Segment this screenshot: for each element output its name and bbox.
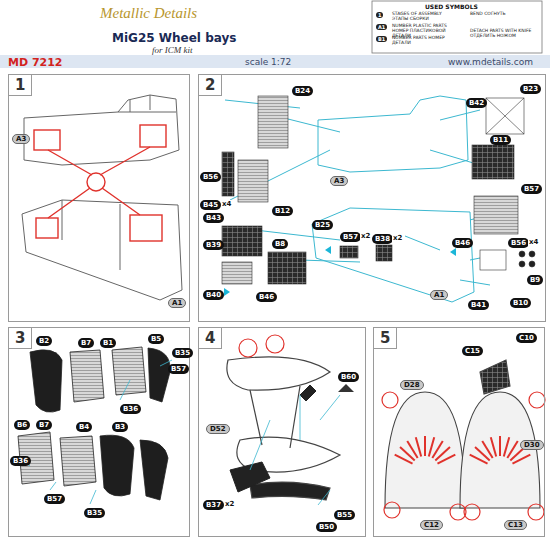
part-callout: B3 xyxy=(112,422,128,432)
red-rib xyxy=(512,455,530,464)
step-panel: 3 xyxy=(8,327,190,537)
red-rib xyxy=(437,455,455,464)
part-callout: B57 xyxy=(44,494,65,504)
part-callout: C10 xyxy=(516,333,537,343)
label-text: scale 1:72 xyxy=(245,57,291,67)
part-callout: B7 xyxy=(78,338,94,348)
part-callout: D28 xyxy=(400,380,424,390)
part-callout: C12 xyxy=(420,520,443,530)
label-text: x4 xyxy=(528,238,539,246)
part-callout: B23 xyxy=(520,84,541,94)
part-callout: A3 xyxy=(330,176,348,186)
step-panel: 5 xyxy=(373,327,545,537)
label-text: x2 xyxy=(224,500,235,508)
part-callout: B7 xyxy=(36,420,52,430)
part-callout: B8 xyxy=(272,239,288,249)
step-number: 1 xyxy=(9,75,32,96)
red-rib xyxy=(429,437,434,456)
part-callout: D30 xyxy=(520,440,544,450)
part-callout: B57 xyxy=(521,184,542,194)
label-text: for ICM kit xyxy=(152,45,193,55)
label-text: MD 7212 xyxy=(8,56,63,69)
part-callout: B37 xyxy=(203,500,224,510)
red-rib xyxy=(504,437,509,456)
part-callout: B46 xyxy=(256,292,277,302)
part-callout: B10 xyxy=(510,298,531,308)
part-callout: B6 xyxy=(14,420,30,430)
label-text: x4 xyxy=(221,200,232,208)
part-callout: D52 xyxy=(206,424,230,434)
part-callout: B11 xyxy=(490,135,511,145)
part-callout: B1 xyxy=(100,338,116,348)
part-callout: A1 xyxy=(430,290,448,300)
part-callout: B36 xyxy=(10,456,31,466)
part-callout: B43 xyxy=(203,213,224,223)
step-number: 2 xyxy=(199,75,222,96)
part-callout: B40 xyxy=(203,290,224,300)
part-callout: B12 xyxy=(272,206,293,216)
part-callout: B9 xyxy=(527,275,543,285)
part-callout: B57 xyxy=(340,232,361,242)
part-callout: B24 xyxy=(292,86,313,96)
label-text: x2 xyxy=(360,232,371,240)
part-callout: B39 xyxy=(203,240,224,250)
red-rib xyxy=(416,437,421,456)
part-callout: B36 xyxy=(120,404,141,414)
part-callout: B42 xyxy=(466,98,487,108)
part-callout: B25 xyxy=(312,220,333,230)
label-text: Metallic Details xyxy=(100,5,197,22)
part-callout: B35 xyxy=(172,348,193,358)
step-panel: 2 xyxy=(198,74,546,322)
part-callout: B2 xyxy=(36,336,52,346)
red-rib xyxy=(407,441,417,458)
legend-entry: STAGES OF ASSEMBLY ЭТАПЫ СБОРКИ xyxy=(392,11,454,21)
title: MiG25 Wheel bays xyxy=(112,31,236,45)
step-number: 4 xyxy=(199,328,222,349)
label-text: USED SYMBOLS xyxy=(425,3,478,10)
label-text: x2 xyxy=(392,234,403,242)
step-number: 5 xyxy=(374,328,397,349)
part-callout: B57 xyxy=(168,364,189,374)
red-rib xyxy=(499,436,501,456)
part-callout: B55 xyxy=(334,510,355,520)
label-text: B1 xyxy=(376,36,387,42)
step-panel: 1 xyxy=(8,74,190,322)
red-rib xyxy=(491,437,496,456)
part-callout: B35 xyxy=(84,508,105,518)
part-callout: B56 xyxy=(508,238,529,248)
label-text: A1 xyxy=(376,24,387,30)
label-text: www.mdetails.com xyxy=(448,57,533,67)
part-callout: B46 xyxy=(452,238,473,248)
part-callout: B56 xyxy=(200,172,221,182)
part-callout: A1 xyxy=(168,298,186,308)
red-rib xyxy=(482,441,492,458)
part-callout: B45 xyxy=(200,200,221,210)
legend-entry: DETACH PARTS WITH KNIFE ОТДЕЛИТЬ НОЖОМ xyxy=(470,28,532,38)
part-callout: B60 xyxy=(338,372,359,382)
legend-entry: NUMBER PARTS НОМЕР ДЕТАЛИ xyxy=(392,35,454,45)
part-callout: B4 xyxy=(76,422,92,432)
red-rib xyxy=(424,436,426,456)
part-callout: C15 xyxy=(462,346,483,356)
legend-entry: BEND СОГНУТЬ xyxy=(470,11,532,16)
part-callout: B41 xyxy=(468,300,489,310)
part-callout: B50 xyxy=(316,522,337,532)
part-callout: B5 xyxy=(148,334,164,344)
part-callout: A3 xyxy=(12,134,30,144)
step-number: 3 xyxy=(9,328,32,349)
part-callout: B38 xyxy=(372,234,393,244)
part-callout: C13 xyxy=(504,520,527,530)
